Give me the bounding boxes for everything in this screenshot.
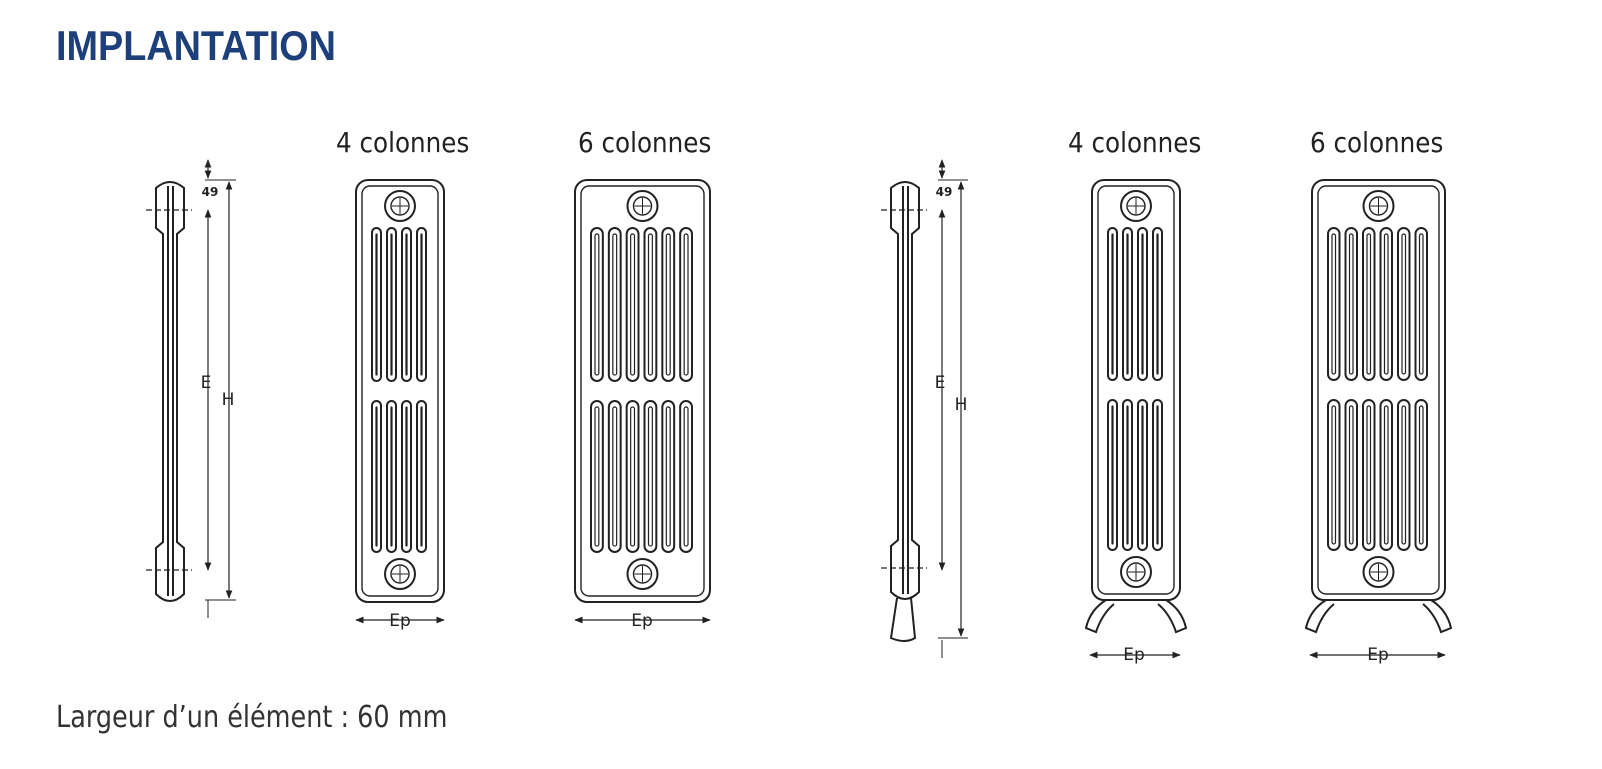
group-b-side-profile bbox=[881, 181, 927, 642]
b-4col-column-1-upper bbox=[1107, 227, 1118, 381]
label-4-colonnes-feet: 4 colonnes bbox=[1068, 126, 1202, 159]
a-6col-column-6-lower bbox=[679, 400, 694, 553]
b-6col-column-1-upper bbox=[1327, 227, 1341, 381]
a-4col-front-view bbox=[355, 179, 445, 603]
b-4col-foot-right bbox=[1157, 599, 1188, 634]
b-4col-column-2-lower bbox=[1122, 399, 1133, 551]
b-6col-column-6-lower bbox=[1414, 399, 1428, 551]
a-6col-column-4-upper bbox=[643, 227, 658, 382]
b-4col-column-4-upper bbox=[1152, 227, 1163, 381]
footer-note: Largeur d’un élément : 60 mm bbox=[56, 700, 448, 735]
dim-ep-label-a6: Ep bbox=[631, 611, 653, 631]
a-6col-column-3-upper bbox=[625, 227, 640, 382]
label-6-colonnes-feet: 6 colonnes bbox=[1310, 126, 1444, 159]
b-4col-plug-top bbox=[1120, 190, 1152, 222]
label-6-colonnes-wall: 6 colonnes bbox=[578, 126, 712, 159]
b-4col-column-3-lower bbox=[1137, 399, 1148, 551]
a-4col-column-2-lower bbox=[386, 400, 397, 553]
a-6col-column-5-upper bbox=[661, 227, 676, 382]
b-6col-column-4-upper bbox=[1379, 227, 1393, 381]
a-6col-front-view bbox=[574, 179, 711, 603]
dim-e-label-b: E bbox=[935, 373, 946, 393]
b-6col-column-6-upper bbox=[1414, 227, 1428, 381]
b-6col-column-3-upper bbox=[1362, 227, 1376, 381]
a-6col-column-6-upper bbox=[679, 227, 694, 382]
a-4col-column-3-lower bbox=[401, 400, 412, 553]
a-4col-column-1-lower bbox=[371, 400, 382, 553]
dim-e-label-a: E bbox=[201, 373, 212, 393]
b-6col-column-3-lower bbox=[1362, 399, 1376, 551]
a-6col-column-4-lower bbox=[643, 400, 658, 553]
b-6col-column-1-lower bbox=[1327, 399, 1341, 551]
b-6col-column-5-upper bbox=[1397, 227, 1411, 381]
a-6col-column-2-lower bbox=[607, 400, 622, 553]
b-6col-plug-bottom bbox=[1362, 556, 1395, 588]
a-4col-plug-top bbox=[384, 190, 416, 222]
b-4col-column-4-lower bbox=[1152, 399, 1163, 551]
a-4col-column-2-upper bbox=[386, 227, 397, 382]
a-4col-plug-bottom bbox=[384, 558, 416, 590]
a-4col-column-4-lower bbox=[416, 400, 427, 553]
a-6col-column-3-lower bbox=[625, 400, 640, 553]
b-6col-column-5-lower bbox=[1397, 399, 1411, 551]
b-4col-column-3-upper bbox=[1137, 227, 1148, 381]
b-4col-front-view bbox=[1084, 179, 1188, 634]
group-a-side-profile bbox=[146, 181, 192, 602]
dim-49-label-b: 49 bbox=[936, 185, 953, 199]
label-4-colonnes-wall: 4 colonnes bbox=[336, 126, 470, 159]
page-title: IMPLANTATION bbox=[56, 22, 336, 69]
a-6col-column-1-upper bbox=[590, 227, 604, 382]
a-6col-column-5-lower bbox=[661, 400, 676, 553]
b-6col-foot-left bbox=[1304, 599, 1335, 634]
b-4col-column-1-lower bbox=[1107, 399, 1118, 551]
dim-49-label-a: 49 bbox=[202, 185, 219, 199]
b-6col-column-4-lower bbox=[1379, 399, 1393, 551]
dim-ep-label-b4: Ep bbox=[1123, 645, 1145, 665]
dim-h-label-a: H bbox=[222, 390, 235, 410]
a-6col-plug-top bbox=[626, 190, 659, 222]
a-4col-column-4-upper bbox=[416, 227, 427, 382]
dim-ep-label-b6: Ep bbox=[1367, 645, 1389, 665]
dim-h-label-b: H bbox=[955, 395, 968, 415]
a-4col-column-1-upper bbox=[371, 227, 382, 382]
b-4col-foot-left bbox=[1084, 599, 1115, 634]
b-4col-plug-bottom bbox=[1120, 556, 1152, 588]
b-6col-column-2-upper bbox=[1344, 227, 1358, 381]
b-6col-front-view bbox=[1304, 179, 1453, 634]
b-6col-column-2-lower bbox=[1344, 399, 1358, 551]
a-4col-column-3-upper bbox=[401, 227, 412, 382]
dim-ep-label-a4: Ep bbox=[389, 611, 411, 631]
b-4col-column-2-upper bbox=[1122, 227, 1133, 381]
b-6col-plug-top bbox=[1362, 190, 1395, 222]
a-6col-column-2-upper bbox=[607, 227, 622, 382]
a-6col-plug-bottom bbox=[626, 558, 659, 590]
b-6col-foot-right bbox=[1422, 599, 1453, 634]
a-6col-column-1-lower bbox=[590, 400, 604, 553]
